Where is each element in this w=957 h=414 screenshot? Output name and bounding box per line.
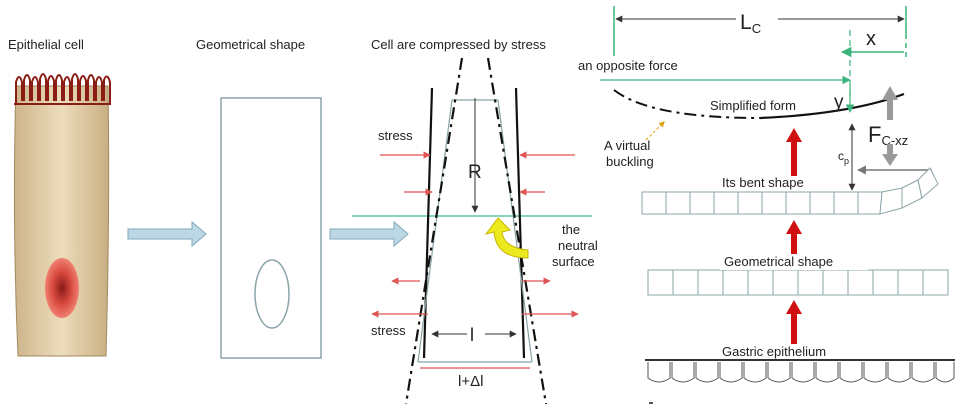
dashdot-left bbox=[404, 57, 464, 405]
gastric-epithelium-label: Gastric epithelium bbox=[722, 344, 826, 359]
cell-wall-left bbox=[422, 87, 434, 359]
bent-shape-label: Its bent shape bbox=[722, 175, 804, 190]
bent-cell-strip bbox=[641, 167, 939, 215]
x-label: x bbox=[866, 28, 876, 50]
force-arrow-shaft bbox=[887, 100, 893, 120]
neutral-label-1: the bbox=[562, 222, 580, 237]
stress-label-bottom: stress bbox=[371, 323, 406, 338]
trapezoid-right bbox=[497, 99, 533, 363]
virtual-buckling-pointer bbox=[645, 121, 665, 141]
y-label: y bbox=[834, 92, 844, 113]
cell-wall-right bbox=[514, 87, 526, 359]
microvilli bbox=[15, 73, 111, 105]
epithelial-cell bbox=[13, 73, 111, 357]
neutral-label-2: neutral bbox=[558, 238, 598, 253]
stress-arrows bbox=[371, 151, 579, 318]
force-arrow-head bbox=[882, 86, 898, 100]
nucleus bbox=[45, 258, 79, 318]
l-label: l bbox=[470, 325, 474, 345]
geometric-cell-strip bbox=[647, 269, 949, 296]
opposite-force-label: an opposite force bbox=[578, 58, 678, 73]
force-label: FC-xz bbox=[868, 122, 908, 148]
panel-arrow-1 bbox=[127, 220, 207, 248]
shape-title: Geometrical shape bbox=[196, 37, 305, 52]
dl-label: l+Δl bbox=[458, 373, 483, 390]
virtual-label-1: A virtual bbox=[604, 138, 650, 153]
cell-body bbox=[13, 85, 110, 357]
lc-label: LC bbox=[740, 11, 761, 36]
dashdot-right bbox=[486, 57, 548, 405]
virtual-buckling-curve bbox=[613, 89, 761, 119]
panel-arrow-2 bbox=[329, 220, 409, 248]
process-arrows bbox=[786, 128, 802, 344]
epithelium-cells bbox=[647, 362, 955, 383]
bend-arrow-shaft bbox=[887, 144, 893, 154]
stray-mark bbox=[649, 402, 653, 404]
neutral-label-3: surface bbox=[552, 254, 595, 269]
yellow-bending-arrow bbox=[484, 217, 529, 259]
geometrical-shape-label: Geometrical shape bbox=[724, 254, 833, 269]
cell-title: Epithelial cell bbox=[8, 37, 84, 52]
bend-arrow-head bbox=[882, 154, 898, 166]
geometric-cell-rect bbox=[220, 97, 322, 359]
virtual-label-2: buckling bbox=[606, 154, 654, 169]
stress-label-top: stress bbox=[378, 128, 413, 143]
cp-label: cp bbox=[838, 149, 849, 166]
r-label: R bbox=[468, 162, 482, 183]
simplified-form-label: Simplified form bbox=[710, 98, 796, 113]
compressed-title: Cell are compressed by stress bbox=[371, 37, 546, 52]
geometric-nucleus bbox=[254, 259, 290, 329]
